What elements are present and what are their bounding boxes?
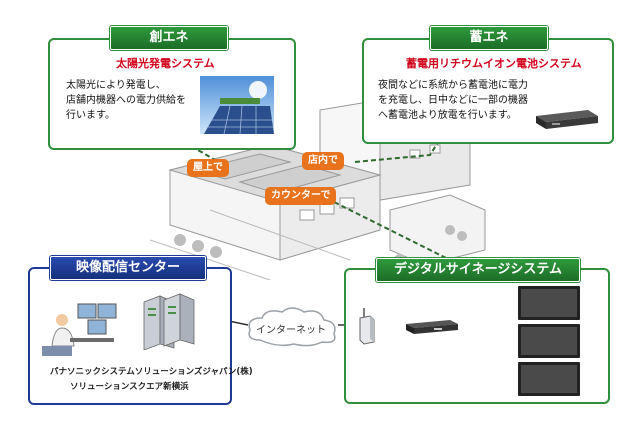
video-center-caption-1: パナソニックシステムソリューションズジャパン(株) (50, 367, 253, 377)
signage-header: デジタルサイネージシステム (376, 258, 580, 282)
solar-panel-image (200, 76, 274, 134)
callout-instore: 店内で (302, 152, 344, 170)
internet-label: インターネット (256, 325, 326, 336)
chikuene-line-1: 夜間などに系統から蓄電池に電力 (378, 80, 528, 91)
set-top-box-icon (406, 320, 458, 334)
sokoene-description: 太陽光により発電し、 店舗内機器への電力供給を 行います。 (66, 78, 186, 123)
video-center-caption-2: ソリューションスクエア新横浜 (70, 382, 189, 392)
server-rack-image (143, 293, 195, 350)
chikuene-line-2: を充電し、日中などに一部の機器 (378, 95, 528, 106)
display-screen-1 (518, 286, 580, 320)
sokoene-subtitle: 太陽光発電システム (116, 57, 215, 70)
sokoene-line-3: 行います。 (66, 110, 115, 121)
sokoene-header: 創エネ (110, 26, 228, 50)
sokoene-line-2: 店舗内機器への電力供給を (66, 95, 186, 106)
sokoene-line-1: 太陽光により発電し、 (66, 80, 166, 91)
battery-unit-image (536, 110, 598, 129)
callout-counter: カウンターで (265, 187, 337, 205)
video-center-header: 映像配信センター (50, 256, 206, 280)
chikuene-subtitle: 蓄電用リチウムイオン電池システム (406, 57, 582, 70)
operator-illustration (42, 303, 117, 356)
chikuene-line-3: へ蓄電池より放電を行います。 (378, 110, 517, 121)
chikuene-panel (362, 38, 614, 144)
display-screen-2 (518, 324, 580, 358)
chikuene-description: 夜間などに系統から蓄電池に電力 を充電し、日中などに一部の機器 へ蓄電池より放電… (378, 78, 528, 123)
callout-rooftop: 屋上で (187, 159, 229, 177)
internet-cloud-icon (248, 307, 336, 347)
router-icon (359, 308, 375, 345)
chikuene-header: 蓄エネ (430, 26, 548, 50)
display-screen-3 (518, 362, 580, 396)
